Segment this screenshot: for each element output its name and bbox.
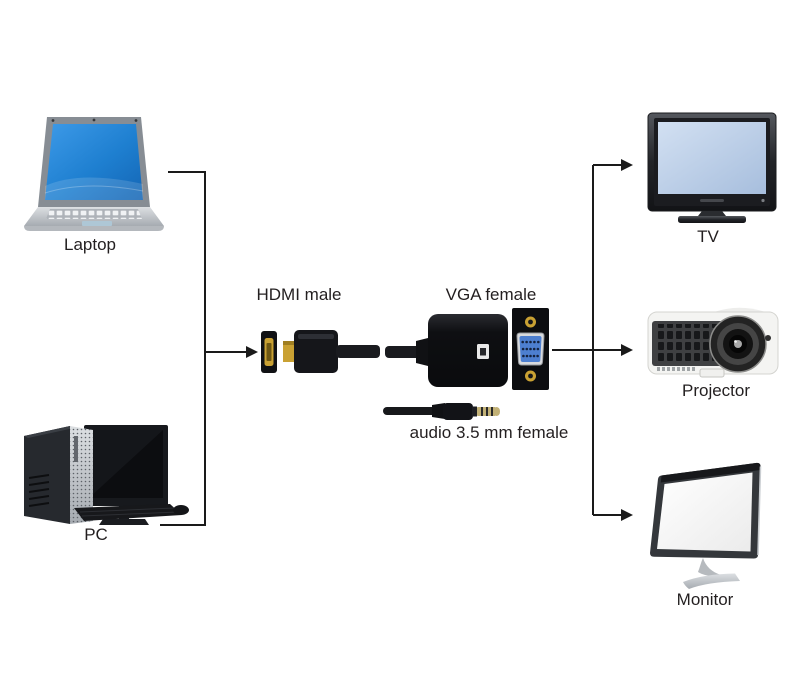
tv-screen [658,122,766,194]
audio-strain-relief [432,403,445,419]
pc-tower-vents [28,474,50,507]
laptop-icon [24,117,164,231]
adapter-body [428,314,508,387]
audio-plug-neck [472,406,477,417]
laptop-label: Laptop [64,235,116,254]
laptop-base-front [24,226,164,231]
audio-label: audio 3.5 mm female [409,423,569,442]
pc-optical-drive-slot [74,436,78,462]
laptop-touchpad [82,221,112,226]
hdmi-plug-tip [283,341,295,362]
audio-plug-body [443,403,473,420]
pc-label: PC [84,525,108,544]
adapter-tag-mark [480,348,486,356]
monitor-bezel-top-band [660,462,761,483]
laptop-webcam-icon [92,118,96,122]
tv-label: TV [697,227,719,246]
tv-icon [647,112,777,223]
audio-plug-ring1 [481,407,483,416]
projector-arrowhead-icon [621,344,633,356]
projector-foot [699,368,725,378]
tv-power-led [761,198,765,203]
vga-female-label: VGA female [445,285,537,304]
hdmi-vga-adapter-icon [385,308,549,390]
hdmi-cable [336,345,380,358]
pc-monitor-base [99,519,149,525]
left-bracket-line [160,171,206,526]
vga-pin-holes [521,340,540,358]
monitor-arrowhead-icon [621,509,633,521]
left-connector-lines [160,171,246,526]
monitor-icon [650,462,762,589]
tv-logo-strip [700,199,724,202]
tv-stand-neck [698,211,726,216]
audio-plug-ring3 [491,407,493,416]
tv-arrowhead-icon [621,159,633,171]
projector-label: Projector [681,381,751,400]
projector-bottom-vents [657,367,695,371]
audio-jack-icon [383,403,500,420]
laptop-hinge-dot [134,119,138,122]
audio-cable [383,407,447,415]
laptop-screen-swoosh [45,177,143,200]
pc-mouse [173,505,189,515]
monitor-screen [657,472,753,552]
monitor-label: Monitor [676,590,734,609]
hdmi-male-label: HDMI male [256,285,342,304]
laptop-screen [45,124,143,200]
projector-lens-glint [734,340,737,343]
vga-screw-hole-bottom-center [528,373,533,379]
hdmi-plug-tip-edge [283,341,295,345]
monitor-stand-neck [698,558,721,576]
tv-stand-base [678,216,746,223]
projector-icon [647,307,779,378]
vga-screw-hole-top-center [528,319,533,325]
monitor-edge-highlight [757,466,762,556]
pc-keyboard [74,504,182,521]
laptop-keys [46,209,142,219]
hdmi-male-icon [261,330,380,373]
hdmi-port-slot [266,343,272,361]
left-arrowhead-icon [246,346,258,358]
laptop-screen-highlight [44,185,144,194]
right-connector-lines [552,164,621,516]
monitor-stand-base [683,573,740,589]
audio-plug-ring2 [486,407,488,416]
pc-icon [24,425,189,525]
audio-plug-tip [496,407,500,416]
pc-monitor-reflection [89,430,163,498]
hdmi-plug-body [294,330,338,373]
pc-keyboard-keys [79,507,179,517]
projector-ir-sensor [765,335,771,341]
pc-tower-top [24,426,74,438]
laptop-hinge-dot [51,119,55,122]
hdmi-plug-highlight [298,334,334,339]
